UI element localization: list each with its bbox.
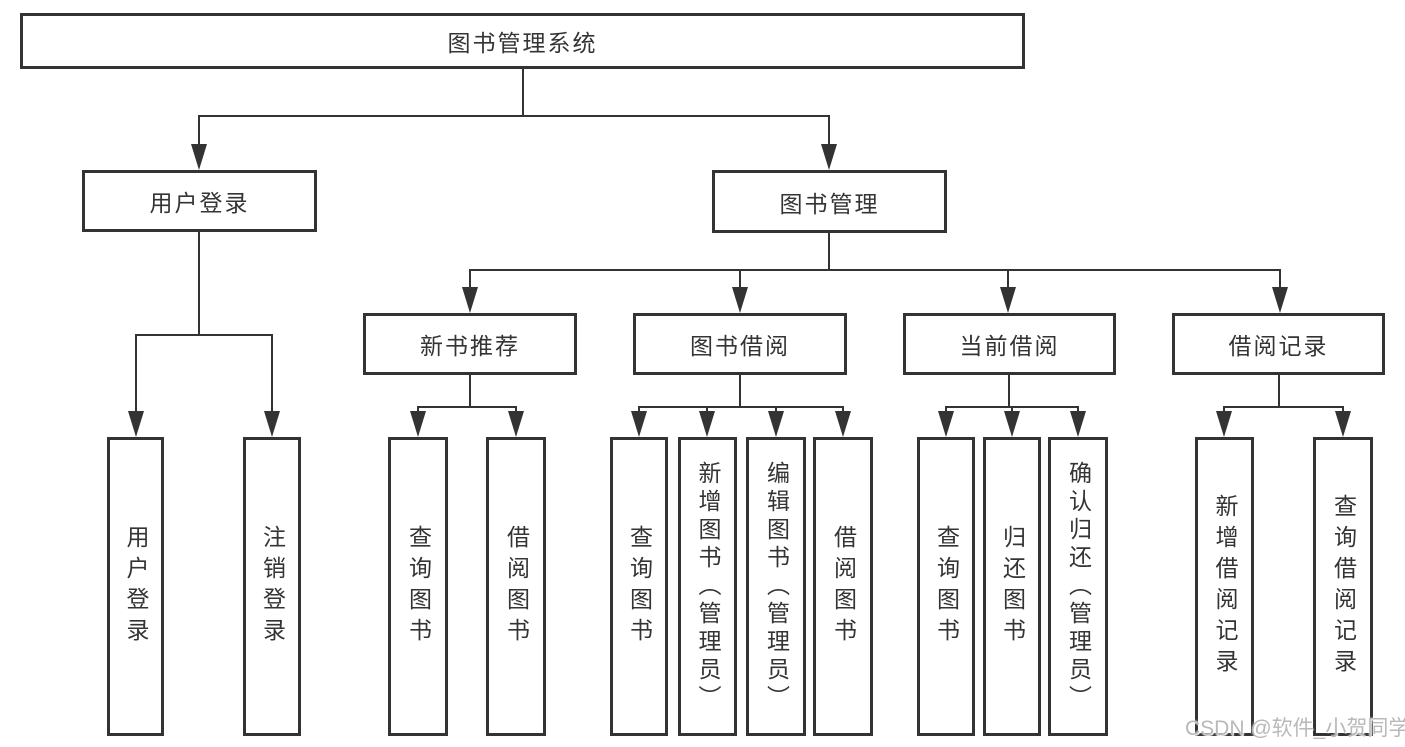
arrowhead-down-icon — [938, 411, 954, 437]
connector-line — [775, 406, 777, 415]
arrowhead-down-icon — [264, 411, 280, 437]
leaf-label: 查询图书 — [626, 524, 653, 649]
arrowhead-down-icon — [1335, 411, 1351, 437]
connector-line — [638, 406, 640, 415]
connector-line — [198, 115, 830, 117]
connector-line — [828, 232, 830, 271]
connector-line — [1278, 374, 1280, 408]
node-user-login: 用户登录 — [82, 170, 317, 232]
node-book-management: 图书管理 — [712, 170, 947, 233]
arrowhead-down-icon — [835, 411, 851, 437]
arrowhead-down-icon — [191, 144, 207, 170]
leaf-query-borrow-record: 查询借阅记录 — [1313, 437, 1373, 736]
connector-line — [1223, 406, 1225, 415]
leaf-query-books-current: 查询图书 — [917, 437, 975, 736]
connector-line — [135, 334, 137, 414]
leaf-label: 新增借阅记录 — [1212, 493, 1238, 680]
connector-line — [522, 69, 524, 116]
arrowhead-down-icon — [508, 411, 524, 437]
leaf-label: 用户登录 — [123, 524, 149, 649]
arrowhead-down-icon — [631, 411, 647, 437]
leaf-edit-book-admin: 编辑图书（管理员） — [746, 437, 806, 736]
arrowhead-down-icon — [410, 411, 426, 437]
leaf-add-book-admin: 新增图书（管理员） — [678, 437, 737, 736]
connector-line — [469, 269, 1281, 271]
arrowhead-down-icon — [1070, 411, 1086, 437]
arrowhead-down-icon — [699, 411, 715, 437]
connector-line — [417, 406, 517, 408]
connector-line — [1223, 406, 1344, 408]
leaf-label: 编辑图书（管理员） — [763, 460, 790, 713]
connector-line — [1279, 269, 1281, 289]
arrowhead-down-icon — [462, 287, 478, 313]
leaf-query-books-recommend: 查询图书 — [388, 437, 448, 736]
leaf-label: 新增图书（管理员） — [695, 460, 721, 713]
connector-line — [638, 406, 844, 408]
leaf-borrow-books-recommend: 借阅图书 — [486, 437, 546, 736]
arrowhead-down-icon — [1004, 411, 1020, 437]
connector-line — [1342, 406, 1344, 415]
arrowhead-down-icon — [1272, 287, 1288, 313]
leaf-user-login: 用户登录 — [107, 437, 164, 736]
node-borrowing-records: 借阅记录 — [1172, 313, 1385, 375]
leaf-confirm-return-admin: 确认归还（管理员） — [1048, 437, 1108, 736]
connector-line — [945, 406, 947, 415]
connector-line — [417, 406, 419, 415]
arrowhead-down-icon — [1216, 411, 1232, 437]
connector-line — [739, 374, 741, 408]
connector-line — [198, 115, 200, 147]
connector-line — [469, 269, 471, 289]
csdn-watermark: CSDN @软件_小贺同学 — [1185, 717, 1405, 740]
node-library-system: 图书管理系统 — [20, 13, 1025, 69]
connector-line — [1011, 406, 1013, 415]
connector-line — [469, 374, 471, 408]
leaf-label: 确认归还（管理员） — [1065, 460, 1092, 713]
connector-line — [198, 231, 200, 336]
node-current-borrowing: 当前借阅 — [903, 313, 1116, 375]
node-book-borrowing: 图书借阅 — [633, 313, 847, 375]
leaf-return-books: 归还图书 — [983, 437, 1041, 736]
node-new-book-recommendation: 新书推荐 — [363, 313, 577, 375]
arrowhead-down-icon — [732, 287, 748, 313]
connector-line — [271, 334, 273, 414]
leaf-label: 借阅图书 — [830, 524, 857, 649]
leaf-label: 查询图书 — [933, 524, 960, 649]
leaf-add-borrow-record: 新增借阅记录 — [1195, 437, 1254, 736]
arrowhead-down-icon — [1000, 287, 1016, 313]
connector-line — [739, 269, 741, 289]
connector-line — [135, 334, 273, 336]
leaf-borrow-books: 借阅图书 — [813, 437, 873, 736]
leaf-label: 注销登录 — [259, 524, 286, 649]
arrowhead-down-icon — [768, 411, 784, 437]
connector-line — [1008, 374, 1010, 408]
leaf-label: 归还图书 — [999, 524, 1026, 649]
connector-line — [1077, 406, 1079, 415]
leaf-query-books-borrowing: 查询图书 — [610, 437, 668, 736]
leaf-logout: 注销登录 — [243, 437, 301, 736]
arrowhead-down-icon — [128, 411, 144, 437]
connector-line — [828, 115, 830, 147]
arrowhead-down-icon — [821, 144, 837, 170]
connector-line — [706, 406, 708, 415]
leaf-label: 查询借阅记录 — [1330, 493, 1357, 680]
connector-line — [515, 406, 517, 415]
leaf-label: 查询图书 — [405, 524, 432, 649]
connector-line — [1007, 269, 1009, 289]
leaf-label: 借阅图书 — [503, 524, 530, 649]
connector-line — [842, 406, 844, 415]
